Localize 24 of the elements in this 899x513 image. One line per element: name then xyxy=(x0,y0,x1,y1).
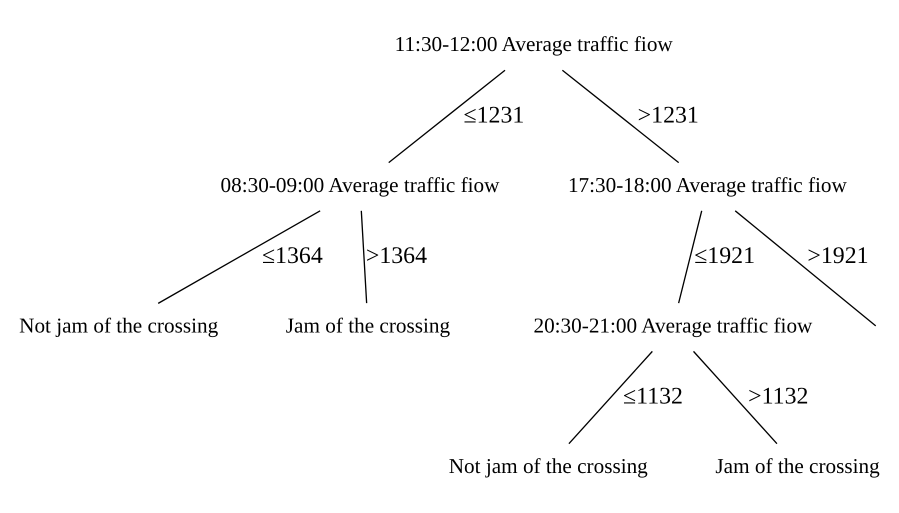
node-text: 17:30-18:00 Average traffic fiow xyxy=(568,172,847,196)
edge-label: >1921 xyxy=(807,242,869,268)
node-text: Jam of the crossing xyxy=(286,312,450,337)
edge-label: ≤1231 xyxy=(464,102,524,128)
node-text: Jam of the crossing xyxy=(715,453,880,478)
connector xyxy=(158,210,320,304)
node-text: 11:30-12:00 Average traffic fiow xyxy=(394,32,673,56)
edge-label: ≤1132 xyxy=(623,382,684,409)
connector xyxy=(734,210,876,326)
connector xyxy=(568,350,653,444)
connector xyxy=(360,210,368,303)
edge-label: >1364 xyxy=(366,242,428,268)
node-text: Not jam of the crossing xyxy=(448,453,648,478)
connector xyxy=(693,350,778,444)
connector xyxy=(678,210,702,303)
node-text: Not jam of the crossing xyxy=(19,312,218,337)
node-text: 08:30-09:00 Average traffic fiow xyxy=(220,172,500,196)
edge-label: ≤1921 xyxy=(694,242,756,268)
connector xyxy=(388,69,506,163)
edge-label: >1132 xyxy=(748,382,808,409)
edge-label: >1231 xyxy=(638,102,699,128)
edge-label: ≤1364 xyxy=(262,242,323,268)
node-text: 20:30-21:00 Average traffic fiow xyxy=(533,312,812,337)
connector xyxy=(562,69,680,163)
